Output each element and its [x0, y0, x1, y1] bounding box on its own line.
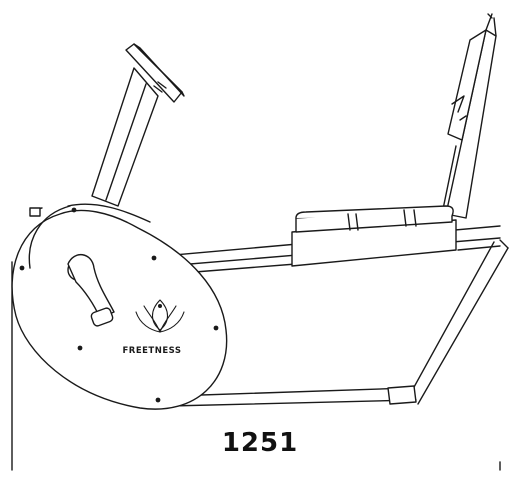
- flywheel-housing: [12, 204, 227, 409]
- lotus-logo-icon: [136, 300, 184, 332]
- housing-bolts: [19, 207, 219, 403]
- seat-carriage: [292, 206, 456, 266]
- base-frame: [170, 240, 508, 406]
- model-number: 1251: [221, 428, 299, 458]
- crank-arm: [68, 255, 114, 327]
- back-rest: [442, 14, 496, 218]
- brand-text: FREETNESS: [122, 346, 181, 356]
- seat-post: [92, 44, 184, 206]
